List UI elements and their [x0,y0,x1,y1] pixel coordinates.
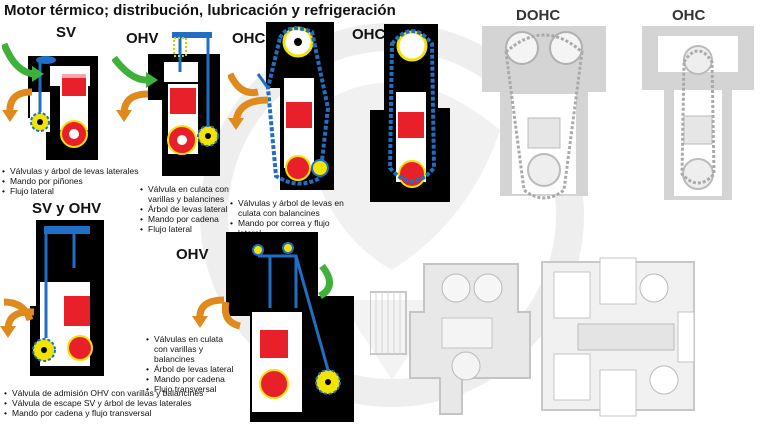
notes-ohv-top: Válvula en culata con varillas y balanci… [140,184,232,234]
note-item: Flujo lateral [2,186,152,196]
note-item: Mando por cadena [146,374,238,384]
label-ohv-bottom: OHV [176,246,209,263]
dohc-engine-diagram [482,26,606,200]
note-item: Válvulas y árbol de levas laterales [2,166,152,176]
ohc-faded-diagram [642,26,754,200]
note-item: Válvulas y árbol de levas en culata con … [230,198,350,218]
label-ohc-color: OHC [232,30,266,47]
faded-boxer-engine-diagram [541,257,695,417]
note-item: Mando por cadena y flujo transversal [4,408,204,418]
ohc-engine-diagram [228,22,334,190]
sv-engine-diagram [2,42,98,160]
note-item: Árbol de levas lateral [140,204,232,214]
note-item: Mando por piñones [2,176,152,186]
label-sv: SV [56,24,77,41]
label-sv-ohv: SV y OHV [32,200,102,217]
notes-sv-ohv: Válvula de admisión OHV con varillas y b… [4,388,204,418]
note-item: Mando por cadena [140,214,232,224]
faded-side-engine-diagram [370,263,531,415]
note-item: Árbol de levas lateral [146,364,238,374]
notes-ohv-bottom: Válvulas en culata con varillas y balanc… [146,334,238,394]
sv-ohv-engine-diagram [0,220,104,376]
note-item: Flujo transversal [146,384,238,394]
ohc-chain-diagram [370,24,450,202]
note-item: Válvula de escape SV y árbol de levas la… [4,398,204,408]
label-ohc-chain: OHC [352,26,386,43]
note-item: Válvulas en culata con varillas y balanc… [146,334,238,364]
note-item: Válvula de admisión OHV con varillas y b… [4,388,204,398]
note-item: Flujo lateral [140,224,232,234]
ohv-transversal-diagram [222,232,354,422]
page-title: Motor térmico; distribución, lubricación… [4,2,396,19]
label-dohc: DOHC [516,7,561,24]
ohv-engine-diagram [112,32,220,176]
exhaust-arrow-icon [192,296,225,328]
label-ohv-top: OHV [126,30,159,47]
notes-sv: Válvulas y árbol de levas laterales Mand… [2,166,152,196]
note-item: Válvula en culata con varillas y balanci… [140,184,232,204]
label-ohc-faded: OHC [672,7,706,24]
